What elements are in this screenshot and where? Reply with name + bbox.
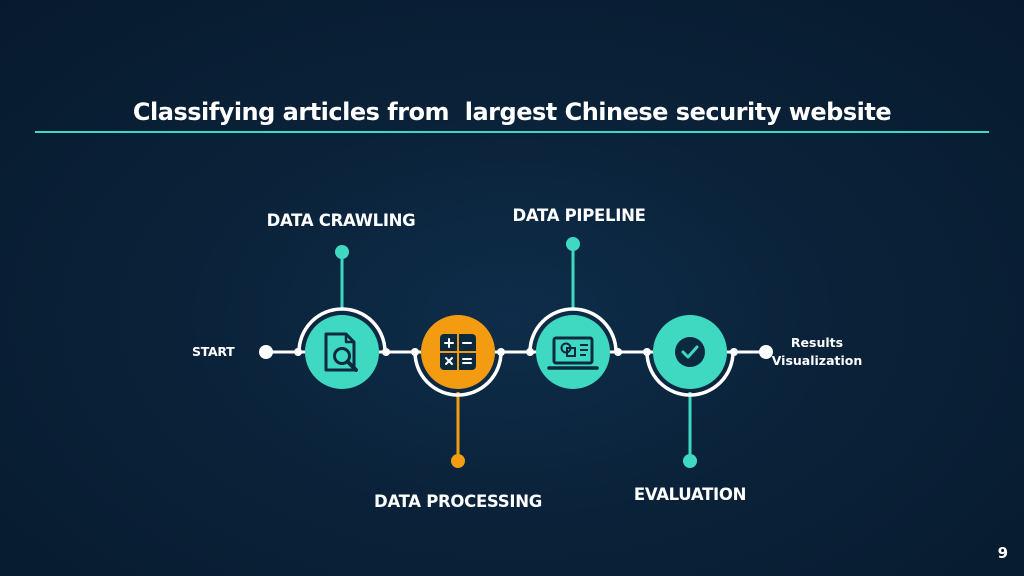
- stage-evaluation[interactable]: [645, 315, 735, 468]
- stage-label-data-pipeline: DATA PIPELINE: [512, 206, 646, 225]
- title-divider: [35, 131, 989, 133]
- slide-title: Classifying articles from largest Chines…: [132, 98, 892, 126]
- stage-label-evaluation: EVALUATION: [633, 485, 747, 504]
- stage-label-data-processing: DATA PROCESSING: [374, 492, 542, 511]
- monitor-pipeline-icon: [547, 336, 599, 370]
- stage-data-crawling[interactable]: [297, 245, 387, 389]
- stage-label-data-crawling: DATA CRAWLING: [266, 211, 416, 230]
- results-label-line2: Visualization: [771, 353, 863, 368]
- stage-data-processing[interactable]: [413, 315, 503, 468]
- end-point: [759, 345, 773, 359]
- results-visualization-label: Results Visualization: [757, 334, 877, 370]
- document-search-icon: [324, 332, 358, 372]
- page-number: 9: [997, 544, 1008, 562]
- stage-data-pipeline[interactable]: [528, 237, 618, 389]
- checkmark-icon: [675, 337, 705, 367]
- start-point: [259, 345, 273, 359]
- calculator-icon: [440, 334, 476, 370]
- results-label-line1: Results: [790, 335, 844, 350]
- start-label: START: [192, 344, 235, 359]
